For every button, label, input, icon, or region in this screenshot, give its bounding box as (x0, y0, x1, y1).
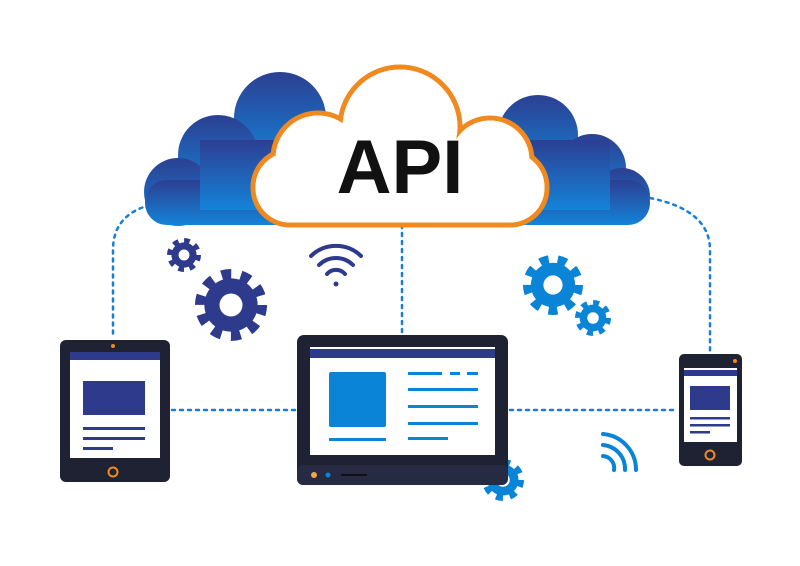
connector-right (648, 196, 712, 354)
home-button (107, 466, 119, 478)
phone-device (679, 354, 742, 466)
laptop-device (297, 335, 508, 485)
gear-icon (195, 269, 268, 342)
wifi-icon (601, 432, 639, 472)
wifi-icon (309, 243, 363, 287)
gears (167, 238, 612, 502)
cloud-center: API (250, 64, 550, 228)
cloud-label: API (337, 125, 464, 210)
tablet-device (60, 340, 170, 482)
gear-icon (575, 299, 612, 336)
gear-icon (167, 238, 202, 273)
gear-icon (523, 255, 584, 316)
connector-lines (111, 196, 712, 412)
connector-left (111, 203, 152, 340)
home-button (704, 449, 716, 461)
